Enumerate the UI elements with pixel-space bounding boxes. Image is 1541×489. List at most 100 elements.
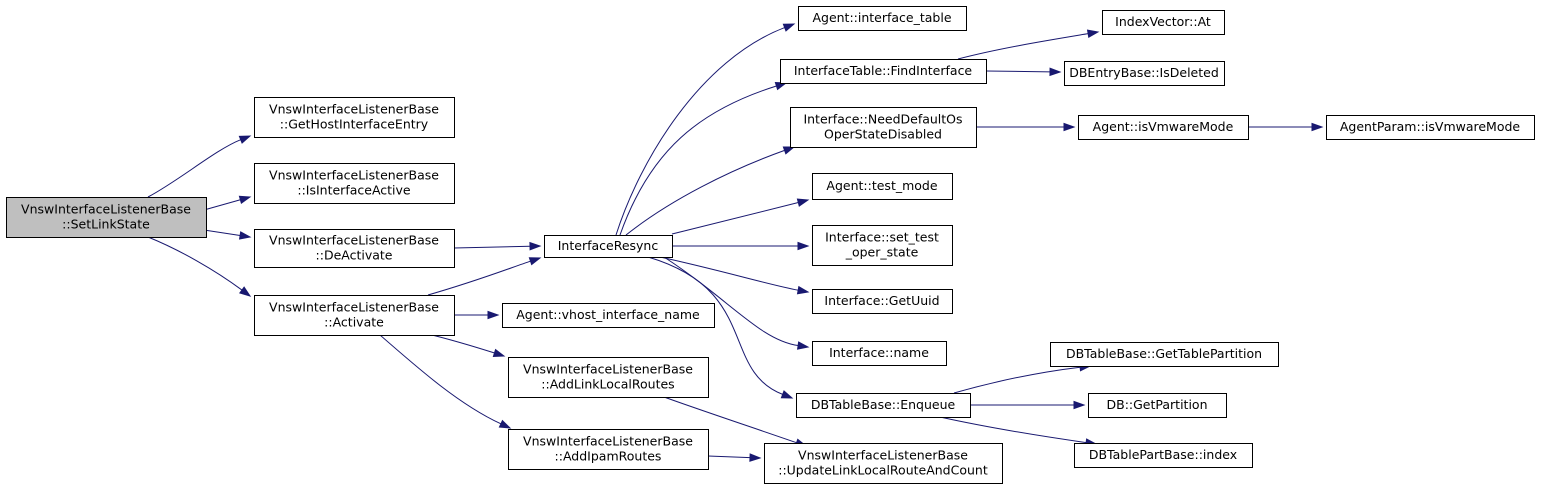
edge-arrowhead — [797, 241, 810, 251]
edge-activate-to-interfaceresync — [427, 257, 542, 296]
node-box — [812, 225, 953, 266]
node-test-mode[interactable]: Agent::test_mode — [812, 173, 953, 200]
node-findinterface[interactable]: InterfaceTable::FindInterface — [780, 59, 987, 84]
edge-line — [147, 236, 243, 291]
node-isdeleted[interactable]: DBEntryBase::IsDeleted — [1064, 61, 1225, 86]
node-label-line: OperStateDisabled — [824, 127, 942, 142]
edge-line — [615, 27, 785, 236]
edge-line — [957, 33, 1089, 60]
edge-line — [203, 199, 241, 211]
node-indexvector-at[interactable]: IndexVector::At — [1102, 10, 1225, 35]
node-partbase-index[interactable]: DBTablePartBase::index — [1074, 443, 1253, 468]
node-label-line: DBTableBase::GetTablePartition — [1066, 346, 1262, 361]
node-interface-name[interactable]: Interface::name — [812, 341, 947, 366]
node-addlinklocalroutes[interactable]: VnswInterfaceListenerBase::AddLinkLocalR… — [508, 357, 709, 398]
node-label-line: ::Activate — [324, 315, 384, 330]
edge-setlinkstate-to-deactivate — [203, 229, 252, 240]
node-isvmwaremode-agent[interactable]: Agent::isVmwareMode — [1078, 115, 1249, 140]
node-needdefaultos[interactable]: Interface::NeedDefaultOsOperStateDisable… — [790, 107, 977, 148]
edge-line — [663, 256, 799, 347]
node-box — [254, 295, 455, 336]
edge-line — [379, 334, 502, 425]
edge-needdefaultos-to-isvmwaremode-agent — [976, 122, 1076, 132]
node-label-line: InterfaceResync — [558, 238, 659, 253]
edge-arrowhead — [782, 23, 796, 32]
node-label-line: ::AddIpamRoutes — [555, 449, 662, 464]
edge-activate-to-addlinklocalroutes — [431, 334, 506, 357]
edge-arrowhead — [239, 286, 252, 297]
node-updatelinklocal[interactable]: VnswInterfaceListenerBase::UpdateLinkLoc… — [764, 443, 1003, 484]
node-interfaceresync[interactable]: InterfaceResync — [544, 235, 673, 258]
edge-arrowhead — [782, 146, 796, 155]
edge-line — [985, 70, 1051, 73]
node-box — [780, 59, 987, 84]
node-vhost-interface-name[interactable]: Agent::vhost_interface_name — [502, 303, 715, 328]
edge-enqueue-to-gettablepartition — [953, 362, 1092, 394]
node-gethostinterfaceentry[interactable]: VnswInterfaceListenerBase::GetHostInterf… — [254, 97, 455, 138]
edge-enqueue-to-getpartition — [970, 400, 1086, 410]
node-label-line: ::SetLinkState — [62, 217, 150, 232]
edge-line — [671, 202, 799, 235]
edge-line — [647, 256, 783, 395]
edge-setlinkstate-to-gethostinterfaceentry — [147, 135, 252, 198]
edge-line — [625, 149, 785, 236]
node-label-line: VnswInterfaceListenerBase — [798, 448, 968, 463]
node-gettablepartition[interactable]: DBTableBase::GetTablePartition — [1050, 342, 1279, 367]
node-label-line: ::IsInterfaceActive — [297, 183, 411, 198]
node-box — [254, 97, 455, 138]
node-interface-table[interactable]: Agent::interface_table — [798, 6, 967, 31]
edge-arrowhead — [529, 241, 542, 251]
edge-arrowhead — [492, 348, 506, 357]
edge-enqueue-to-partbase-index — [939, 416, 1098, 447]
node-set-test-oper-state[interactable]: Interface::set_test_oper_state — [812, 225, 953, 266]
edge-activate-to-vhost-interface-name — [454, 310, 500, 320]
node-label-line: Interface::GetUuid — [824, 293, 939, 308]
edge-arrowhead — [498, 419, 512, 429]
node-label-line: Agent::interface_table — [812, 10, 951, 25]
node-box — [798, 6, 967, 31]
node-deactivate[interactable]: VnswInterfaceListenerBase::DeActivate — [254, 229, 455, 268]
node-label-line: ::GetHostInterfaceEntry — [280, 117, 429, 132]
node-getuuid[interactable]: Interface::GetUuid — [812, 289, 953, 314]
node-isinterfaceactive[interactable]: VnswInterfaceListenerBase::IsInterfaceAc… — [254, 163, 455, 204]
node-enqueue[interactable]: DBTableBase::Enqueue — [796, 393, 971, 418]
edge-arrowhead — [780, 390, 794, 399]
edge-activate-to-addipamroutes — [379, 334, 512, 429]
node-getpartition[interactable]: DB::GetPartition — [1088, 393, 1227, 418]
edge-line — [663, 396, 797, 444]
edge-arrowhead — [487, 310, 500, 320]
node-box — [764, 443, 1003, 484]
edge-interfaceresync-to-needdefaultos — [625, 146, 796, 236]
node-box — [6, 197, 207, 238]
node-isvmwaremode-param[interactable]: AgentParam::isVmwareMode — [1326, 115, 1535, 140]
edge-arrowhead — [238, 135, 252, 144]
node-activate[interactable]: VnswInterfaceListenerBase::Activate — [254, 295, 455, 336]
node-label-line: VnswInterfaceListenerBase — [523, 362, 693, 377]
edge-line — [147, 139, 241, 198]
node-label-line: DBTablePartBase::index — [1089, 447, 1237, 462]
node-label-line: ::DeActivate — [316, 248, 393, 263]
edge-interfaceresync-to-interface-table — [615, 23, 796, 236]
node-label-line: ::AddLinkLocalRoutes — [541, 377, 674, 392]
edge-setlinkstate-to-activate — [147, 236, 252, 297]
edge-line — [619, 85, 777, 236]
node-box — [812, 289, 953, 314]
node-box — [502, 303, 715, 328]
edge-line — [427, 260, 531, 296]
edge-interfaceresync-to-set-test-oper-state — [672, 241, 810, 251]
edge-interfaceresync-to-getuuid — [659, 256, 810, 295]
node-box — [796, 393, 971, 418]
node-label-line: Agent::isVmwareMode — [1093, 119, 1234, 134]
node-addipamroutes[interactable]: VnswInterfaceListenerBase::AddIpamRoutes — [508, 429, 709, 470]
edge-line — [431, 334, 495, 354]
node-box — [508, 429, 709, 470]
edge-arrowhead — [796, 285, 810, 295]
node-label-line: VnswInterfaceListenerBase — [21, 202, 191, 217]
node-box — [812, 173, 953, 200]
node-box — [1078, 115, 1249, 140]
edge-setlinkstate-to-isinterfaceactive — [203, 195, 252, 211]
node-box — [790, 107, 977, 148]
node-box — [1050, 342, 1279, 367]
node-label-line: VnswInterfaceListenerBase — [269, 233, 439, 248]
